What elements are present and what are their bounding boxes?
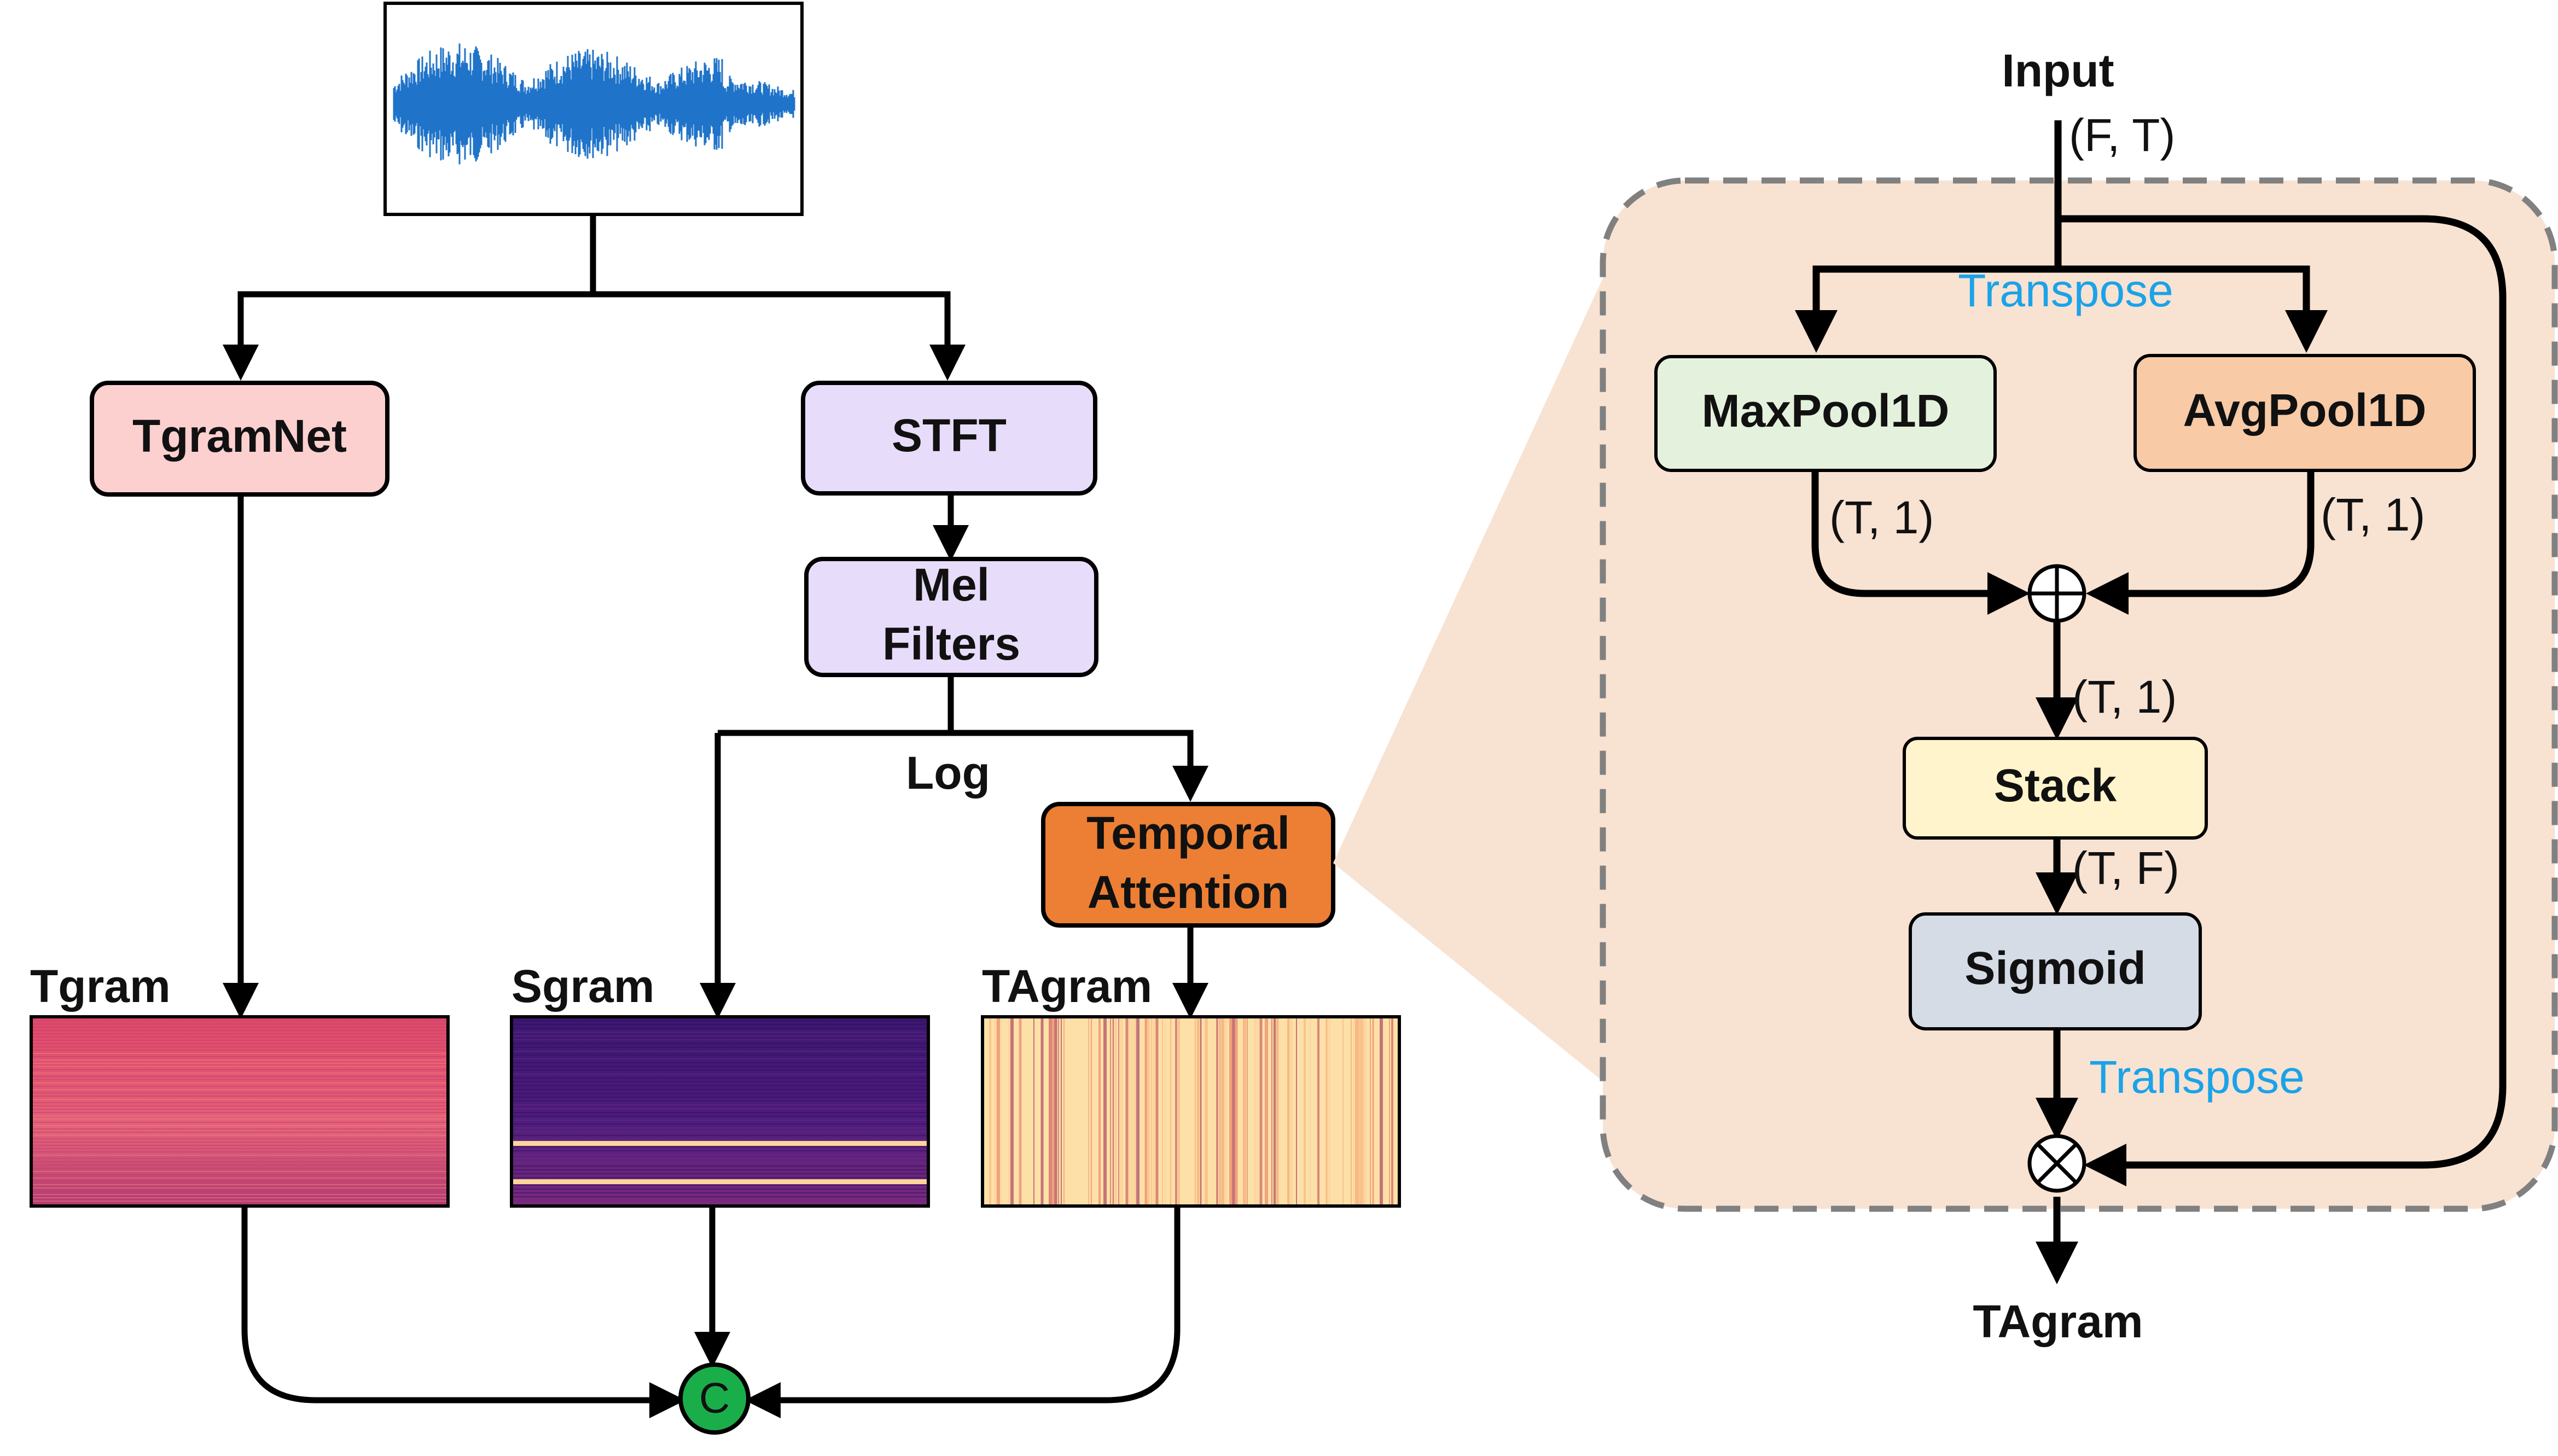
- log-to-attention-arrow: [718, 730, 1208, 802]
- add-shape-label: (T, 1): [2072, 671, 2177, 723]
- tgram-texture: [33, 1020, 446, 1202]
- sigmoid-box: Sigmoid: [1909, 912, 2202, 1030]
- output-label: TAgram: [1973, 1296, 2143, 1347]
- sgram-label: Sgram: [511, 960, 654, 1012]
- tagram-to-concat-arrow: [745, 1206, 1181, 1418]
- panel-connectors: [1795, 120, 2507, 1284]
- temporal-label-line1: Temporal: [1086, 807, 1290, 859]
- sgram-texture: [513, 1020, 927, 1201]
- multiply-node: [2027, 1134, 2086, 1193]
- input-shape-label: (F, T): [2069, 109, 2175, 161]
- tgram-label: Tgram: [30, 960, 171, 1012]
- tagram-image: [981, 1015, 1401, 1208]
- temporal-attention-box: Temporal Attention: [1041, 802, 1335, 928]
- temporal-label-line2: Attention: [1088, 866, 1289, 918]
- maxpool-label: MaxPool1D: [1702, 385, 1950, 436]
- maxpool-shape-label: (T, 1): [1829, 492, 1934, 543]
- residual-path-arrow: [2058, 215, 2507, 1186]
- mel-filters-box: Mel Filters: [804, 557, 1098, 677]
- tgramnet-box: TgramNet: [90, 381, 389, 497]
- avgpool-shape-label: (T, 1): [2321, 489, 2425, 540]
- tgramnet-label: TgramNet: [132, 410, 347, 462]
- avgpool-box: AvgPool1D: [2133, 354, 2476, 472]
- sgram-band: [513, 1141, 927, 1146]
- left-connectors: [223, 214, 1208, 1418]
- stack-shape-label: (T, F): [2072, 842, 2179, 894]
- waveform-signal: [393, 43, 795, 165]
- zoom-wedge: [1333, 273, 1605, 1083]
- stft-box: STFT: [801, 381, 1097, 496]
- avgpool-label: AvgPool1D: [2183, 385, 2427, 436]
- sigmoid-label: Sigmoid: [1964, 942, 2146, 994]
- split-arrow-right: [237, 291, 966, 381]
- tgram-image: [30, 1015, 450, 1208]
- maxpool-box: MaxPool1D: [1654, 355, 1997, 472]
- avgpool-to-add-arrow: [2086, 470, 2315, 615]
- stack-label: Stack: [1994, 760, 2117, 811]
- input-label: Input: [2002, 45, 2114, 96]
- stft-label: STFT: [892, 410, 1007, 461]
- tagram-texture: [989, 1018, 1393, 1204]
- sgram-band: [513, 1179, 927, 1184]
- maxpool-to-add-arrow: [1811, 470, 2030, 615]
- tagram-label: TAgram: [982, 960, 1152, 1012]
- mel-label-line2: Filters: [882, 618, 1020, 669]
- log-label: Log: [906, 747, 990, 799]
- waveform-input: [383, 2, 804, 216]
- concat-label: C: [699, 1374, 730, 1422]
- transpose-bottom-label: Transpose: [2089, 1051, 2305, 1103]
- mel-label-line1: Mel: [913, 559, 990, 610]
- sgram-image: [510, 1015, 930, 1208]
- tgram-to-concat-arrow: [241, 1206, 685, 1418]
- stack-box: Stack: [1903, 737, 2208, 840]
- transpose-top-label: Transpose: [1958, 265, 2173, 316]
- concat-node: C: [678, 1362, 751, 1435]
- add-node: [2027, 564, 2086, 623]
